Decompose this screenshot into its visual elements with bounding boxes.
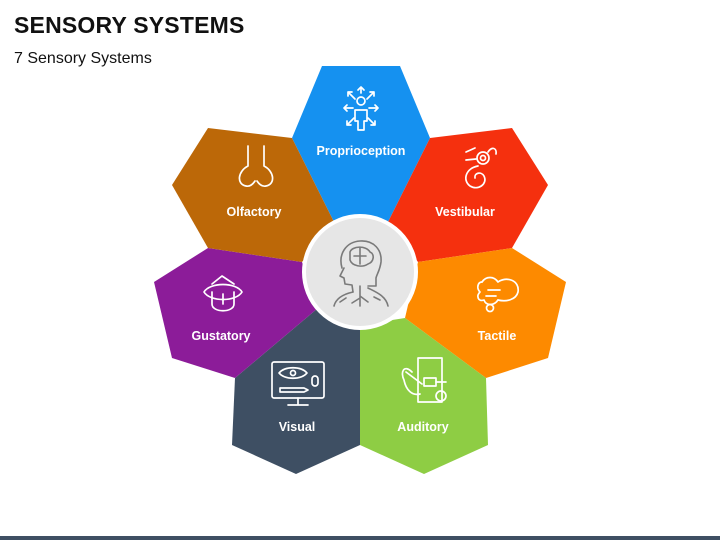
tongue-icon (203, 275, 243, 312)
center-hub (302, 214, 418, 330)
touch-hand-icon (476, 276, 519, 313)
petal-gustatory-shape (154, 248, 318, 378)
head-brain-icon (333, 240, 389, 307)
person-arrows-icon (343, 86, 379, 131)
nose-icon (238, 145, 274, 188)
petal-gustatory-label: Gustatory (191, 329, 250, 343)
bottom-accent-bar (0, 536, 720, 540)
petal-tactile-shape (405, 248, 566, 378)
petal-visual[interactable]: Visual (232, 308, 360, 474)
ear-icon (401, 357, 447, 403)
eye-monitor-icon (271, 361, 325, 406)
petal-visual-label: Visual (279, 420, 316, 434)
petal-visual-shape (232, 308, 360, 474)
petal-tactile-label: Tactile (478, 329, 517, 343)
petal-gustatory[interactable]: Gustatory (154, 248, 318, 378)
inner-ear-icon (465, 147, 497, 189)
petal-olfactory-shape (172, 128, 334, 262)
petal-olfactory[interactable]: Olfactory (172, 128, 334, 262)
petal-auditory-shape (360, 318, 488, 474)
page-title: SENSORY SYSTEMS (14, 12, 245, 38)
petal-proprioception-label: Proprioception (317, 144, 406, 158)
petal-olfactory-label: Olfactory (227, 205, 282, 219)
petal-vestibular[interactable]: Vestibular (388, 128, 548, 262)
center-circle (302, 214, 418, 330)
petal-vestibular-shape (388, 128, 548, 262)
page-subtitle: 7 Sensory Systems (14, 50, 152, 67)
petal-tactile[interactable]: Tactile (405, 248, 566, 378)
petal-auditory-label: Auditory (397, 420, 448, 434)
petal-proprioception[interactable]: Proprioception (292, 66, 430, 222)
petal-proprioception-shape (292, 66, 430, 222)
petal-auditory[interactable]: Auditory (360, 318, 488, 474)
petal-vestibular-label: Vestibular (435, 205, 495, 219)
